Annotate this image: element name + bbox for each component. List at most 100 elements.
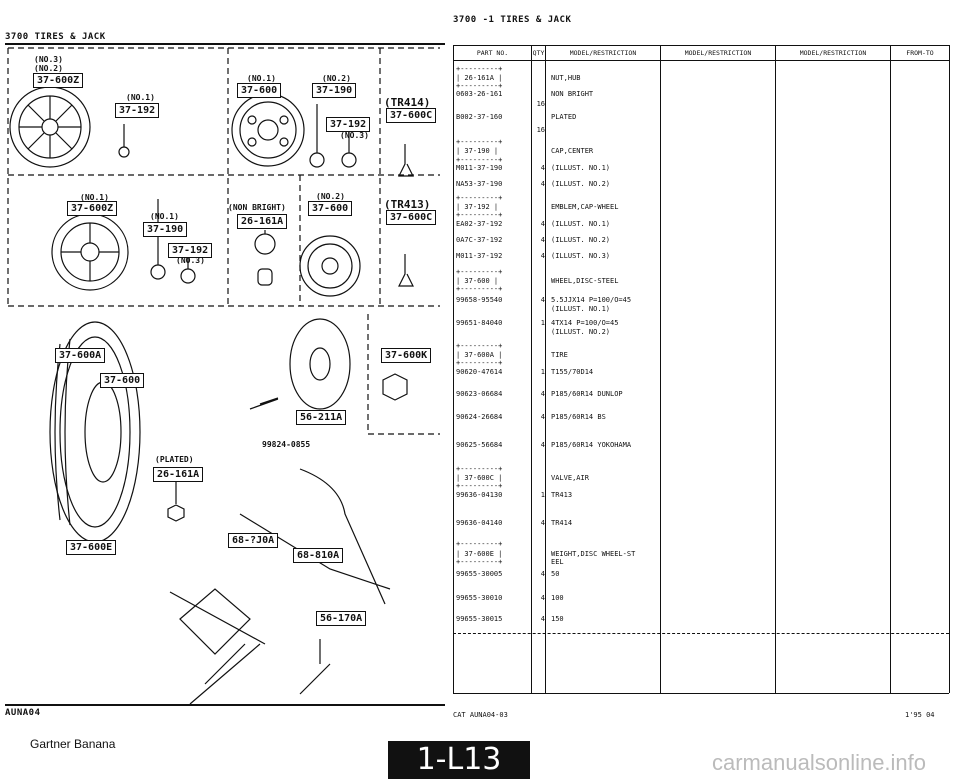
row-part-no: | 37-600C | [456, 474, 503, 482]
left-footer-rule [5, 704, 445, 706]
tire-drawing [49, 321, 141, 543]
row-part-no: +---------+ [456, 211, 503, 219]
row-description: (ILLUST. NO.3) [551, 252, 611, 260]
row-part-no: 90623-06684 [456, 390, 503, 398]
row-description: (ILLUST. NO.2) [551, 236, 611, 244]
row-part-no: 99651-84040 [456, 319, 503, 327]
col-model-2: MODEL/RESTRICTION [660, 45, 776, 61]
row-part-no: +---------+ [456, 540, 503, 548]
callout-37-600-a: 37-600 [237, 83, 282, 98]
parts-table: PART NO. QTY MODEL/RESTRICTION MODEL/RES… [453, 45, 950, 693]
row-part-no: M011-37-190 [456, 164, 503, 172]
row-qty: 4 [540, 236, 545, 244]
row-part-no: 99636-04130 [456, 491, 503, 499]
callout-37-190-a: 37-190 [312, 83, 357, 98]
row-part-no: 99636-04140 [456, 519, 503, 527]
row-part-no: +---------+ [456, 285, 503, 293]
row-part-no: +---------+ [456, 359, 503, 367]
row-description: 5.5JJX14 P=100/O=45 [551, 296, 632, 304]
table-header-row: PART NO. QTY MODEL/RESTRICTION MODEL/RES… [453, 45, 950, 61]
row-qty: 1 [540, 491, 545, 499]
table-end-rule [453, 633, 949, 634]
row-description: 50 [551, 570, 560, 578]
row-description: (ILLUST. NO.2) [551, 328, 611, 336]
col-model-1: MODEL/RESTRICTION [545, 45, 661, 61]
callout-37-600c-b: 37-600C [386, 210, 437, 225]
row-qty: 4 [540, 594, 545, 602]
row-part-no: | 37-600E | [456, 550, 503, 558]
label-no3-b: (NO.3) [340, 131, 369, 140]
row-description: P185/60R14 BS [551, 413, 606, 421]
label-99824-0855: 99824-0855 [262, 440, 311, 449]
row-qty: 4 [540, 180, 545, 188]
callout-68-j0a: 68-?J0A [228, 533, 279, 548]
row-description: PLATED [551, 113, 577, 121]
callout-68-810a: 68-810A [293, 548, 344, 563]
row-part-no: 99658-95540 [456, 296, 503, 304]
watermark-left: Gartner Banana [30, 737, 116, 751]
row-description: NUT,HUB [551, 74, 581, 82]
row-part-no: +---------+ [456, 194, 503, 202]
row-part-no: +---------+ [456, 465, 503, 473]
row-part-no: NA53-37-190 [456, 180, 503, 188]
row-qty: 4 [540, 441, 545, 449]
row-part-no: | 37-190 | [456, 147, 499, 155]
label-non-bright: (NON BRIGHT) [228, 203, 286, 212]
row-part-no: EA02-37-192 [456, 220, 503, 228]
row-part-no: +---------+ [456, 65, 503, 73]
row-description: 4TX14 P=100/O=45 [551, 319, 619, 327]
label-no1-b: (NO.1) [247, 74, 276, 83]
col-part-no: PART NO. [453, 45, 532, 61]
row-part-no: 99655-30015 [456, 615, 503, 623]
callout-26-161a-a: 26-161A [237, 214, 288, 229]
label-no1-c: (NO.1) [80, 193, 109, 202]
label-tr414: (TR414) [384, 96, 431, 109]
row-part-no: +---------+ [456, 342, 503, 350]
row-part-no: +---------+ [456, 558, 503, 566]
right-header-title: 3700 -1 TIRES & JACK [453, 15, 572, 25]
row-qty: 4 [540, 164, 545, 172]
wheel-no1-drawing [231, 93, 305, 167]
label-no1-d: (NO.1) [150, 212, 179, 221]
label-no2: (NO.2) [34, 64, 63, 73]
row-part-no: +---------+ [456, 482, 503, 490]
wheel-no3-drawing [9, 86, 91, 168]
row-description: TR413 [551, 491, 573, 499]
row-description: (ILLUST. NO.1) [551, 164, 611, 172]
row-part-no: +---------+ [456, 138, 503, 146]
jack-drawing [169, 588, 266, 705]
row-part-no: 99655-30005 [456, 570, 503, 578]
row-qty: 4 [540, 220, 545, 228]
label-no1-a: (NO.1) [126, 93, 155, 102]
row-part-no: +---------+ [456, 156, 503, 164]
row-part-no: | 37-600A | [456, 351, 503, 359]
callout-37-600e: 37-600E [66, 540, 117, 555]
callout-56-211a: 56-211A [296, 410, 347, 425]
row-qty: 1 [540, 319, 545, 327]
label-tr413: (TR413) [384, 198, 431, 211]
row-qty: 4 [540, 296, 545, 304]
row-qty: 16 [536, 126, 545, 134]
callout-37-190-b: 37-190 [143, 222, 188, 237]
row-part-no: 90625-56684 [456, 441, 503, 449]
row-description: EMBLEM,CAP-WHEEL [551, 203, 619, 211]
callout-37-600a: 37-600A [55, 348, 106, 363]
row-part-no: | 26-161A | [456, 74, 503, 82]
page-tab: 1-L13 [388, 741, 530, 779]
callout-37-192-a: 37-192 [115, 103, 160, 118]
row-description: NON BRIGHT [551, 90, 594, 98]
row-description: WHEEL,DISC-STEEL [551, 277, 619, 285]
col-qty: QTY [531, 45, 546, 61]
row-description: EEL [551, 558, 564, 566]
label-no2-b: (NO.2) [322, 74, 351, 83]
label-no3-c: (NO.3) [176, 256, 205, 265]
left-header-rule [5, 43, 445, 45]
row-description: 100 [551, 594, 564, 602]
callout-37-600z-b: 37-600Z [67, 201, 118, 216]
spare-disc-drawing [249, 318, 351, 410]
row-description: T155/70D14 [551, 368, 594, 376]
table-body-row [453, 60, 950, 693]
row-description: CAP,CENTER [551, 147, 594, 155]
label-plated: (PLATED) [155, 455, 194, 464]
row-description: (ILLUST. NO.1) [551, 220, 611, 228]
